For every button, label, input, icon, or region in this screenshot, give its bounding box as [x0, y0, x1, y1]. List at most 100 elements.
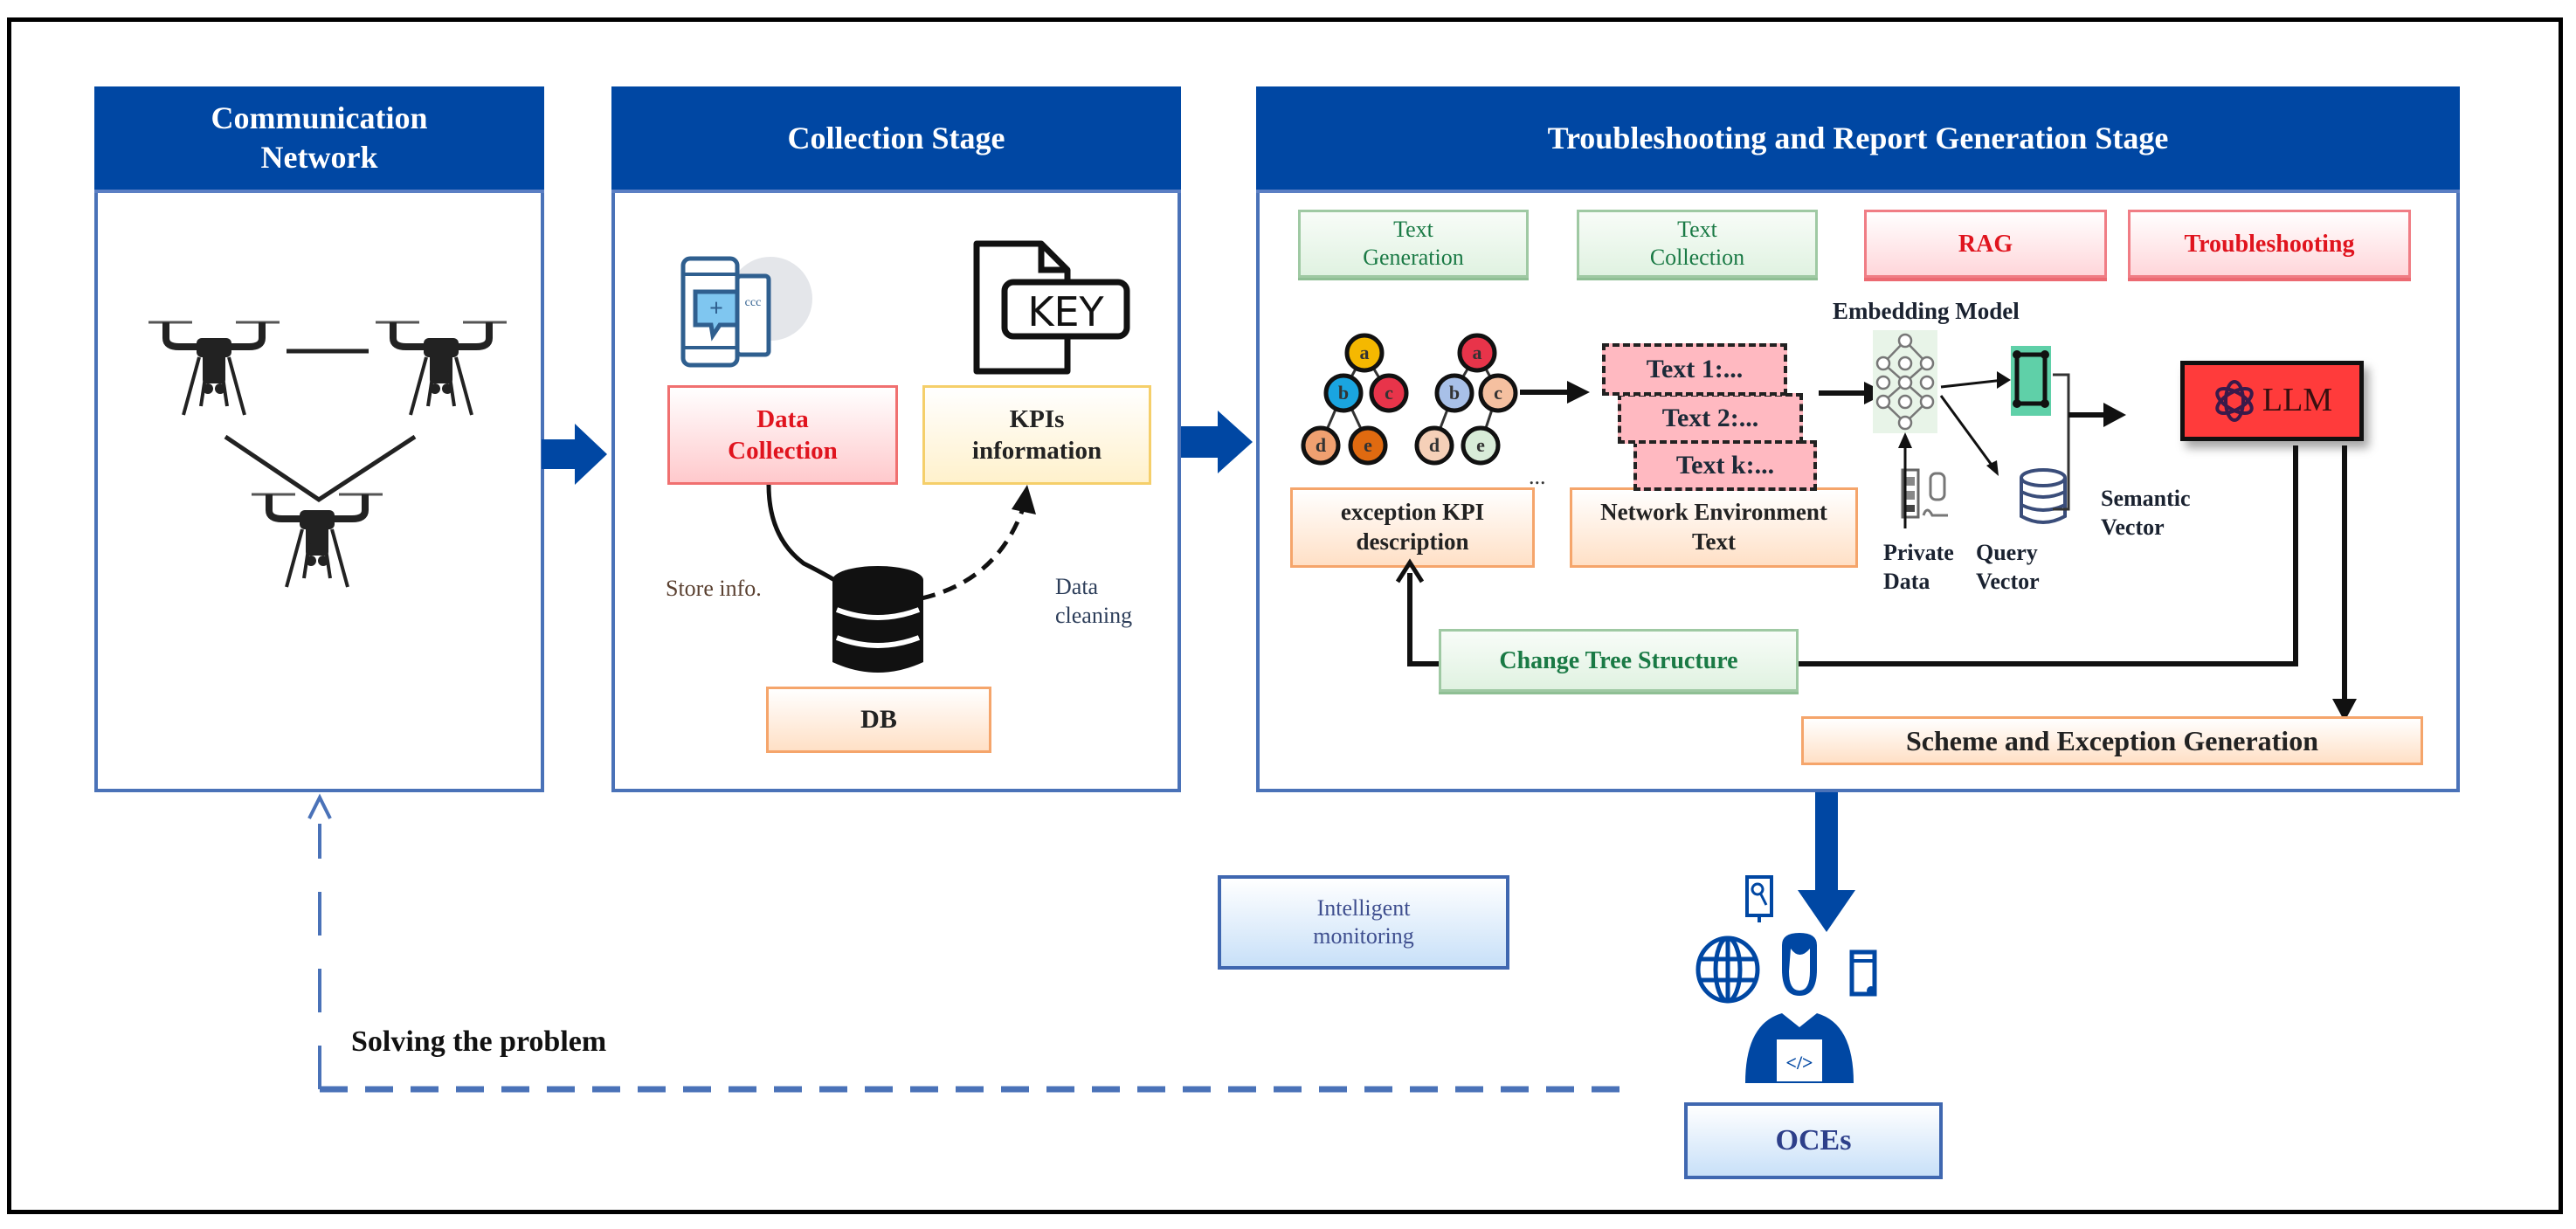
globe-icon [1695, 936, 1760, 1004]
node-label: b [1338, 382, 1349, 404]
drone-link-v [224, 434, 417, 503]
tree1-node-d [1301, 425, 1341, 466]
drone-icon-bottom [252, 494, 383, 587]
store-info-label: Store info. [666, 576, 762, 601]
node-label: d [1429, 434, 1440, 456]
node-label: e [1476, 434, 1485, 456]
collection-stage-header: Collection Stage [611, 86, 1181, 193]
troubleshooting-stage-title: Troubleshooting and Report Generation St… [1547, 120, 2169, 155]
key-icon-text: KEY [1027, 288, 1104, 335]
data-collection-label: Data Collection [728, 404, 838, 465]
solving-the-problem-label: Solving the problem [351, 1025, 607, 1058]
tree2-node-d [1414, 425, 1454, 466]
legend-rag-label: RAG [1958, 230, 2013, 258]
tree1-node-e [1348, 425, 1388, 466]
legend-text-collection: Text Collection [1577, 210, 1818, 278]
oces-box: OCEs [1684, 1102, 1943, 1179]
tree1-node-a [1344, 333, 1385, 373]
tree2-node-c [1478, 373, 1518, 413]
network-environment-text-box: Network Environment Text [1570, 487, 1858, 568]
tree-ellipsis: ... [1529, 464, 1546, 489]
communication-network-title: Communication Network [211, 100, 428, 175]
kpis-information-box: KPIs information [922, 385, 1151, 485]
to-query-arrow [1939, 395, 1995, 468]
laptop-screen [1777, 1039, 1822, 1081]
change-tree-structure-label: Change Tree Structure [1499, 646, 1738, 674]
legend-text-generation: Text Generation [1298, 210, 1529, 278]
llm-box: LLM [2180, 361, 2364, 441]
database-icon [832, 566, 923, 673]
browser-search-icon [1849, 949, 1877, 997]
tree-to-text-arrow [1520, 381, 1590, 404]
stage-arrow-2 [1181, 411, 1253, 473]
db-label: DB [860, 705, 897, 735]
down-arrow-to-oces [1798, 792, 1855, 932]
to-semantic-arrow [1940, 378, 2005, 389]
intelligent-monitoring-label: Intelligent monitoring [1313, 894, 1414, 949]
node-label: a [1473, 342, 1482, 363]
legend-text-generation-label: Text Generation [1363, 216, 1464, 271]
query-vector-database-icon [2020, 468, 2067, 524]
mobile-chat-icon: + ccc [680, 256, 812, 368]
text-chunk-k: Text k:... [1633, 440, 1817, 491]
llm-output-connectors [1395, 445, 2357, 722]
tree2-node-a [1457, 333, 1497, 373]
semantic-vector-icon [2011, 346, 2051, 416]
tree1-node-c [1369, 373, 1409, 413]
text-chunk-1: Text 1:... [1602, 343, 1787, 396]
semantic-vector-label: Semantic Vector [2101, 486, 2191, 540]
legend-troubleshooting: Troubleshooting [2128, 210, 2411, 278]
svg-text:+: + [709, 295, 723, 322]
code-icon-text: </> [1785, 1052, 1813, 1074]
svg-text:ccc: ccc [745, 296, 762, 309]
embedding-connectors [1898, 371, 2126, 528]
change-tree-feedback-line [1407, 445, 2298, 666]
kpi-tree-icons: a b c d e a b c d e [1301, 333, 1518, 466]
figure-frame [7, 17, 2563, 1214]
neural-network-icon [1873, 330, 1937, 433]
legend-troubleshooting-label: Troubleshooting [2184, 230, 2355, 258]
legend-rag: RAG [1864, 210, 2107, 278]
scheme-exception-generation-box: Scheme and Exception Generation [1801, 716, 2423, 765]
node-label: b [1449, 382, 1460, 404]
stage-arrow-1 [542, 424, 607, 485]
tree1-node-b [1323, 373, 1364, 413]
kpis-information-label: KPIs information [971, 404, 1102, 465]
text-chunk-1-label: Text 1:... [1646, 355, 1744, 383]
communication-network-panel: Communication Network [94, 86, 544, 792]
node-label: c [1494, 382, 1502, 404]
drone-network-diagram [148, 306, 515, 603]
llm-label: LLM [2262, 382, 2333, 419]
solving-problem-feedback-arrow [307, 793, 1629, 1093]
oce-engineer-icon: </> [1695, 875, 1877, 1083]
text-chunk-2: Text 2:... [1618, 393, 1803, 444]
embedding-model-label: Embedding Model [1833, 298, 2020, 324]
query-vector-label: Query Vector [1976, 540, 2040, 594]
db-box: DB [766, 687, 991, 753]
node-label: c [1385, 382, 1393, 404]
legend-text-collection-label: Text Collection [1649, 216, 1745, 271]
openai-logo-icon [2215, 380, 2254, 422]
data-cleaning-label: Data cleaning [1055, 574, 1133, 628]
troubleshooting-stage-header: Troubleshooting and Report Generation St… [1256, 86, 2460, 193]
node-label: d [1316, 434, 1326, 456]
exception-kpi-description-label: exception KPI description [1340, 499, 1485, 555]
node-label: a [1360, 342, 1370, 363]
oces-label: OCEs [1775, 1123, 1852, 1157]
communication-network-header: Communication Network [94, 86, 544, 193]
tree2-node-e [1461, 425, 1501, 466]
drone-icon-right [376, 322, 507, 415]
drone-icon-left [148, 322, 280, 415]
tree2-node-b [1434, 373, 1474, 413]
data-collection-box: Data Collection [667, 385, 898, 485]
text-chunk-k-label: Text k:... [1675, 451, 1775, 480]
scheme-exception-generation-label: Scheme and Exception Generation [1906, 725, 2318, 756]
data-cleaning-arrow [921, 510, 1025, 601]
node-label: e [1364, 434, 1372, 456]
monitor-search-icon [1745, 875, 1773, 922]
key-document-icon: KEY [973, 240, 1130, 375]
intelligent-monitoring-box: Intelligent monitoring [1218, 875, 1509, 970]
network-environment-text-label: Network Environment Text [1600, 499, 1827, 555]
text-chunk-2-label: Text 2:... [1661, 404, 1759, 432]
vector-merge-bracket [2053, 373, 2070, 511]
